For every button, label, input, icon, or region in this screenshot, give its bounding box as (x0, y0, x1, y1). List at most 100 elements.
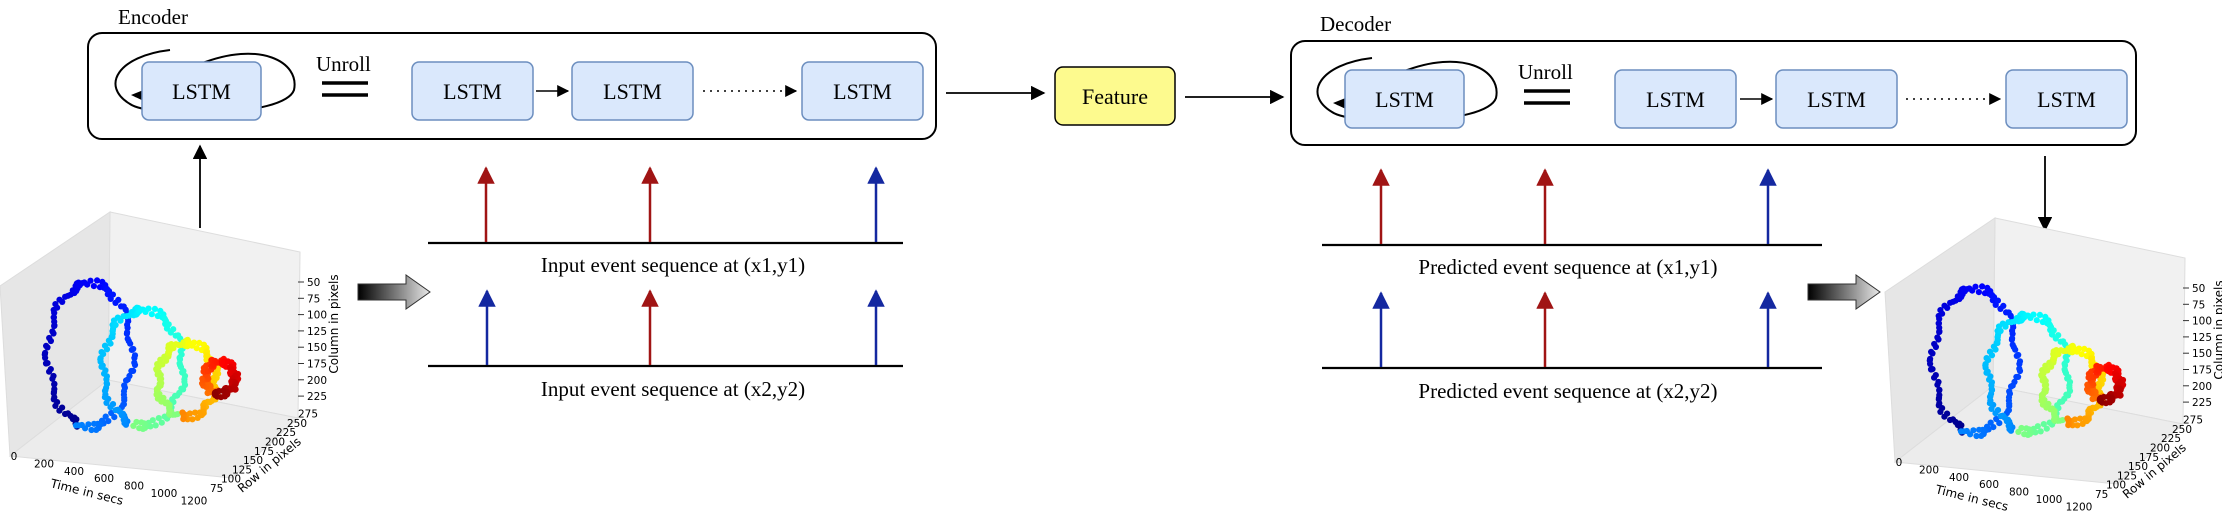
z-tick-label: 175 (2192, 365, 2212, 377)
scatter-point (1992, 410, 1999, 417)
scatter-point (1978, 432, 1985, 439)
scatter-point (2095, 380, 2102, 388)
scatter-point (88, 426, 95, 434)
scatter-point (181, 372, 189, 380)
scatter-point (136, 425, 143, 432)
scatter-point (2021, 431, 2028, 438)
scatter-point (1932, 343, 1939, 351)
scatter-point (1983, 369, 1990, 376)
encoder-unrolled-cell-1 (411, 61, 534, 121)
scatter-point (121, 394, 128, 401)
z-tick-label: 125 (2192, 332, 2212, 344)
plot-floor-pane (1893, 385, 2185, 485)
scatter-point (51, 386, 58, 393)
z-axis-label: Column in pixels (2212, 280, 2222, 379)
scatter-point (1988, 405, 1995, 412)
scatter-point (1975, 289, 1982, 296)
scatter-point (161, 413, 168, 420)
scatter-point (194, 414, 201, 421)
input-sequence-2: Input event sequence at (x2,y2) (428, 289, 903, 401)
scatter-point (93, 426, 100, 433)
scatter-point (52, 402, 59, 409)
z-tick-label: 75 (307, 293, 320, 305)
scatter-point (131, 359, 138, 366)
scatter-point (2036, 311, 2043, 318)
input-sequence-1-label: Input event sequence at (x1,y1) (541, 253, 805, 277)
z-tick-label: 125 (307, 326, 327, 338)
y-tick-label: 150 (2128, 461, 2148, 473)
scatter-point (2078, 351, 2085, 358)
z-tick-label: 50 (307, 277, 320, 289)
scatter-point (2041, 382, 2048, 389)
encoder-unroll-label: Unroll (316, 52, 371, 76)
scatter-point (189, 416, 196, 423)
decoder-unrolled-cell-2 (1775, 69, 1898, 129)
scatter-point (1990, 424, 1997, 431)
scatter-point (181, 378, 188, 385)
scatter-point (2037, 428, 2044, 435)
z-tick-label: 150 (2192, 348, 2212, 360)
scatter-point (2009, 327, 2016, 334)
scatter-point (1939, 310, 1946, 317)
scatter-point (1994, 297, 2001, 304)
y-tick-label: 125 (232, 464, 252, 476)
scatter-point (2043, 425, 2050, 432)
scatter-point (90, 283, 97, 290)
y-tick-label: 100 (2106, 480, 2126, 492)
y-tick-label: 175 (254, 446, 274, 458)
predicted-sequence-1: Predicted event sequence at (x1,y1) (1322, 168, 1822, 279)
scatter-point (2015, 351, 2022, 359)
scatter-point (1931, 374, 1938, 381)
y-tick-label: 200 (265, 437, 285, 449)
scatter-point (1944, 304, 1951, 311)
scatter-point (103, 381, 111, 388)
scatter-point (98, 363, 105, 370)
scatter-point (120, 388, 128, 395)
scatter-point (109, 291, 116, 298)
scatter-point (2061, 360, 2068, 367)
scatter-point (1935, 402, 1942, 409)
scatter-point (101, 394, 108, 401)
x-tick-label: 600 (94, 473, 114, 485)
decoder-box (1290, 40, 2137, 146)
z-tick-label: 175 (307, 359, 327, 371)
scatter-point (1929, 350, 1936, 357)
y-tick-label: 250 (2172, 424, 2192, 436)
scatter-point (2006, 388, 2013, 395)
y-tick-label: 225 (2161, 433, 2181, 445)
x-tick-label: 200 (34, 458, 54, 470)
scatter-point (2002, 323, 2009, 330)
scatter-point (2055, 332, 2062, 339)
scatter-point (103, 399, 110, 406)
predicted-sequence-2-label: Predicted event sequence at (x2,y2) (1418, 379, 1717, 403)
z-tick-label: 75 (2192, 299, 2205, 311)
scatter-point (1941, 413, 1948, 420)
input-flow-arrow (357, 274, 431, 310)
encoder-unrolled-cell-3-label: LSTM (833, 79, 892, 104)
z-tick-label: 225 (307, 391, 327, 403)
y-tick-label: 200 (2150, 443, 2170, 455)
scatter-point (1957, 428, 1965, 435)
scatter-point (180, 368, 187, 375)
scatter-point (1976, 426, 1983, 433)
input-sequence-1: Input event sequence at (x1,y1) (428, 166, 903, 277)
predicted-sequence-1-label: Predicted event sequence at (x1,y1) (1418, 255, 1717, 279)
scatter-point (2046, 419, 2053, 426)
x-tick-label: 400 (1949, 472, 1969, 484)
scatter-point (2006, 400, 2013, 407)
scatter-point (2005, 394, 2013, 401)
z-tick-label: 200 (2192, 381, 2212, 393)
scatter-point (107, 404, 114, 411)
scatter-point (2016, 365, 2023, 372)
x-tick-label: 1200 (181, 495, 208, 507)
decoder-title: Decoder (1320, 12, 1391, 36)
scatter-point (156, 376, 163, 383)
scatter-point (2064, 415, 2071, 422)
scatter-point (44, 344, 51, 351)
plot-floor-pane (8, 379, 300, 479)
scatter-point (2023, 425, 2030, 432)
scatter-point (151, 305, 158, 312)
x-tick-label: 800 (124, 481, 144, 493)
x-tick-label: 1000 (151, 488, 178, 500)
